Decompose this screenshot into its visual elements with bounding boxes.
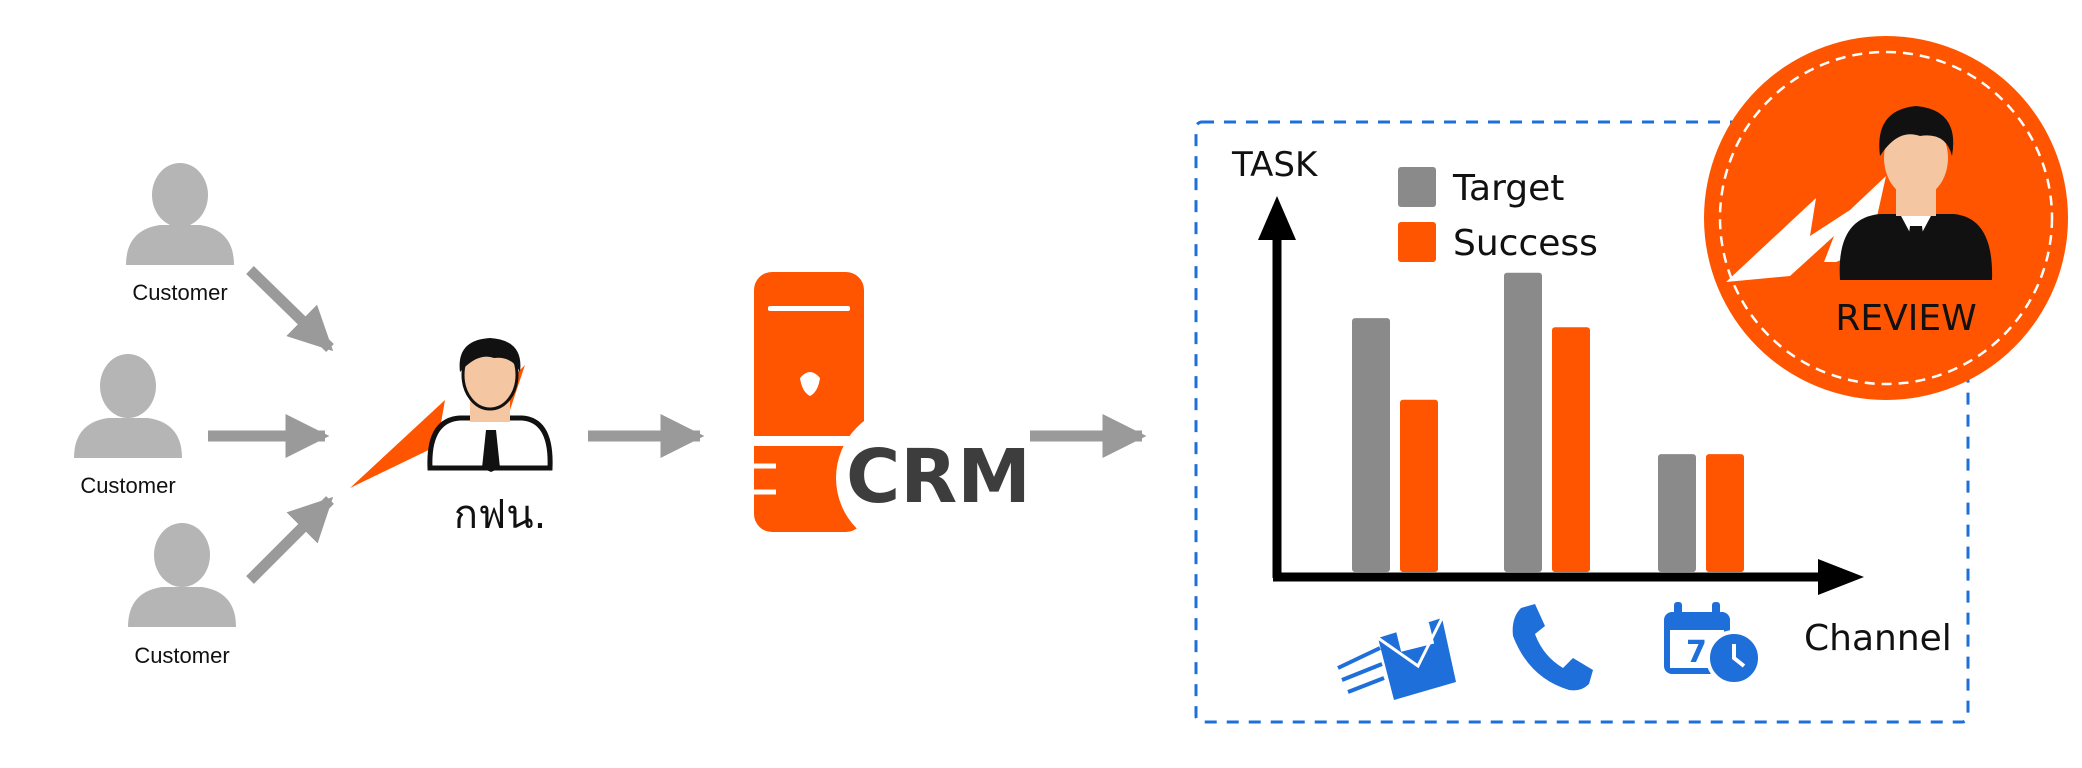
- bar-success-1: [1400, 399, 1438, 572]
- crm-server: CRM: [754, 272, 1031, 550]
- bar-target-2: [1504, 272, 1542, 572]
- review-badge: REVIEW: [1704, 36, 2068, 400]
- calendar-clock-icon: 7: [1664, 602, 1762, 686]
- task-chart: TASK Channel Target Success 7: [1231, 145, 1952, 700]
- customer-person-icon: [126, 163, 234, 265]
- arrow-customer1-to-agent: [246, 266, 334, 352]
- customer-label: Customer: [132, 280, 227, 305]
- x-axis-label: Channel: [1804, 618, 1952, 659]
- agent: กฟน.: [350, 338, 553, 538]
- customer-person-icon: [128, 523, 236, 627]
- bar-target-3: [1658, 454, 1696, 572]
- customer-3: Customer: [128, 523, 236, 668]
- y-axis-label: TASK: [1231, 145, 1319, 185]
- chart-panel-border: [1194, 120, 1970, 724]
- customer-person-icon: [74, 354, 182, 458]
- customer-2: Customer: [74, 354, 182, 498]
- bar-success-3: [1706, 454, 1744, 572]
- customer-label: Customer: [134, 643, 229, 668]
- businessman-icon: [427, 338, 553, 472]
- legend-swatch-target: [1398, 167, 1436, 207]
- bar-success-2: [1552, 327, 1590, 572]
- y-axis-arrowhead: [1258, 196, 1296, 240]
- chart-bars: [1352, 272, 1744, 572]
- crm-label: CRM: [846, 434, 1031, 520]
- legend-label-target: Target: [1452, 168, 1564, 209]
- legend-label-success: Success: [1453, 223, 1598, 264]
- arrow-customer3-to-agent: [246, 496, 334, 584]
- phone-icon: [1512, 604, 1593, 691]
- customer-label: Customer: [80, 473, 175, 498]
- mail-icon: [1337, 617, 1456, 700]
- svg-text:7: 7: [1686, 635, 1707, 670]
- server-icon: [754, 272, 980, 550]
- agent-label: กฟน.: [454, 492, 547, 538]
- x-axis-arrowhead: [1818, 559, 1864, 595]
- bar-target-1: [1352, 318, 1390, 572]
- reviewer-businessman-icon: [1839, 106, 1993, 280]
- review-label: REVIEW: [1835, 298, 1976, 339]
- chart-legend: Target Success: [1398, 167, 1598, 264]
- legend-swatch-success: [1398, 222, 1436, 262]
- customer-1: Customer: [126, 163, 234, 305]
- review-badge-dashed-ring: [1718, 50, 2054, 386]
